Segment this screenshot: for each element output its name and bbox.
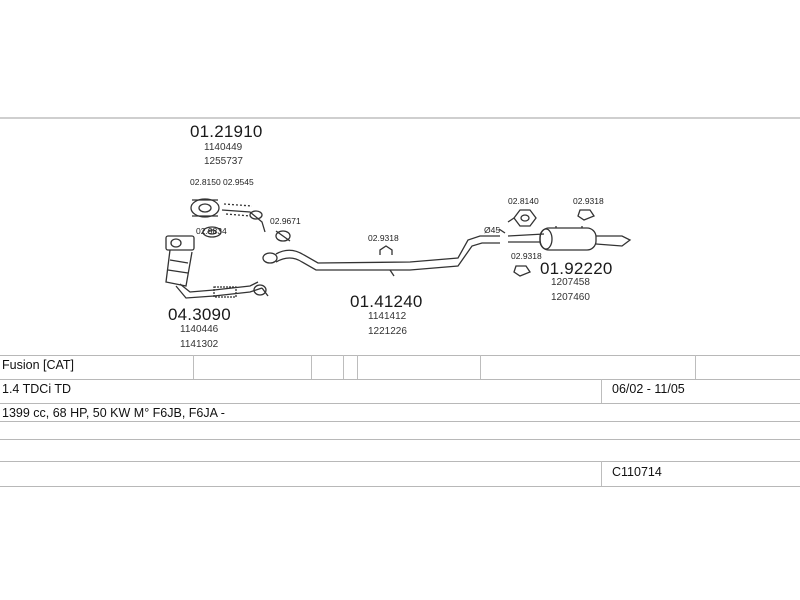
rubber-mount-icon [513,265,531,277]
oem-number: 1141302 [180,339,219,350]
pointer-line [498,228,506,234]
oem-number: 1207460 [551,292,590,303]
exhaust-system-diagram [165,198,632,299]
table-row-divider [0,439,800,440]
table-column-divider [357,355,358,379]
reference-label: 02.8150 [190,177,221,187]
table-row-divider [0,421,800,422]
table-row-divider [0,486,800,487]
part-number: 04.3090 [168,305,231,324]
reference-label: 02.8140 [508,196,539,206]
clamp-icon [275,230,291,242]
reference-label: 02.9671 [270,216,301,226]
oem-number: 1207458 [551,277,590,288]
diagram-top-border [0,117,800,119]
table-column-divider [601,461,602,486]
oem-number: 1221226 [368,326,407,337]
rubber-mount-icon [577,209,595,221]
reference-label: 02.9545 [223,177,254,187]
table-row-divider [0,355,800,356]
part-number: 01.92220 [540,259,613,278]
oem-number: 1140449 [204,142,243,153]
flex-pipe-icon [221,203,266,233]
part-number: 01.21910 [190,122,263,141]
reference-label: 02.9318 [573,196,604,206]
gasket-ring-icon [202,226,222,238]
part-number: 01.41240 [350,292,423,311]
specs-cell: 1399 cc, 68 HP, 50 KW M° F6JB, F6JA - [2,406,225,420]
table-column-divider [193,355,194,379]
oem-number: 1141412 [368,311,407,322]
rubber-mount-icon [507,209,537,227]
center-pipe-icon [262,235,500,277]
catalytic-converter-icon [165,235,269,299]
table-column-divider [480,355,481,379]
reference-label: 02.9318 [368,233,399,243]
table-row-divider [0,379,800,380]
engine-cell: 1.4 TDCi TD [2,382,72,396]
model-cell: Fusion [CAT] [2,358,75,372]
table-row-divider [0,403,800,404]
table-column-divider [695,355,696,379]
flange-gasket-icon [190,198,220,218]
years-cell: 06/02 - 11/05 [612,382,685,396]
rear-silencer-icon [507,226,632,251]
table-row-divider [0,461,800,462]
oem-number: 1140446 [180,324,219,335]
oem-number: 1255737 [204,156,243,167]
reference-label: Ø45 [484,225,501,235]
catalog-code-cell: C110714 [612,465,662,479]
reference-label: 02.9834 [196,226,227,236]
table-column-divider [311,355,312,379]
table-column-divider [343,355,344,379]
table-column-divider [601,379,602,403]
reference-label: 02.9318 [511,251,542,261]
